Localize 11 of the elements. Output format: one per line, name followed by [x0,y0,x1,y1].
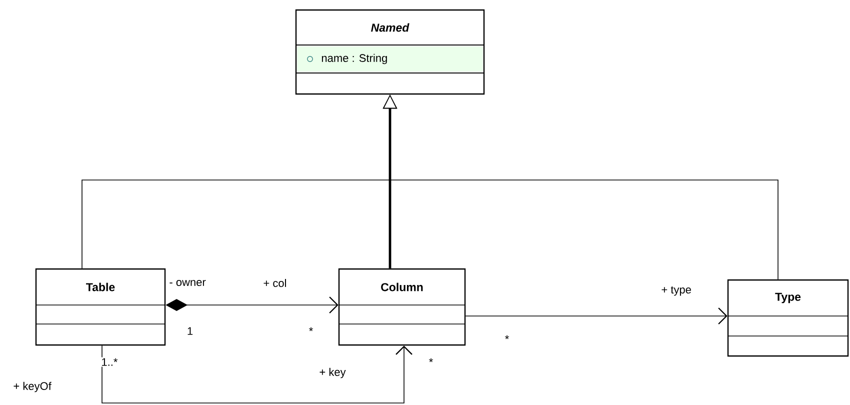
role-label: + keyOf [12,380,52,394]
association-arrow [465,308,728,324]
role-label: + type [660,285,692,297]
role-label: 1..* [100,357,119,367]
class-box: Type [727,279,849,357]
role-label: + col [262,278,288,288]
class-box: Table [35,268,166,346]
class-box: Named name : String [295,9,485,95]
association-arrow [102,345,412,404]
class-box: Column [338,268,466,346]
role-label: + key [318,366,347,380]
